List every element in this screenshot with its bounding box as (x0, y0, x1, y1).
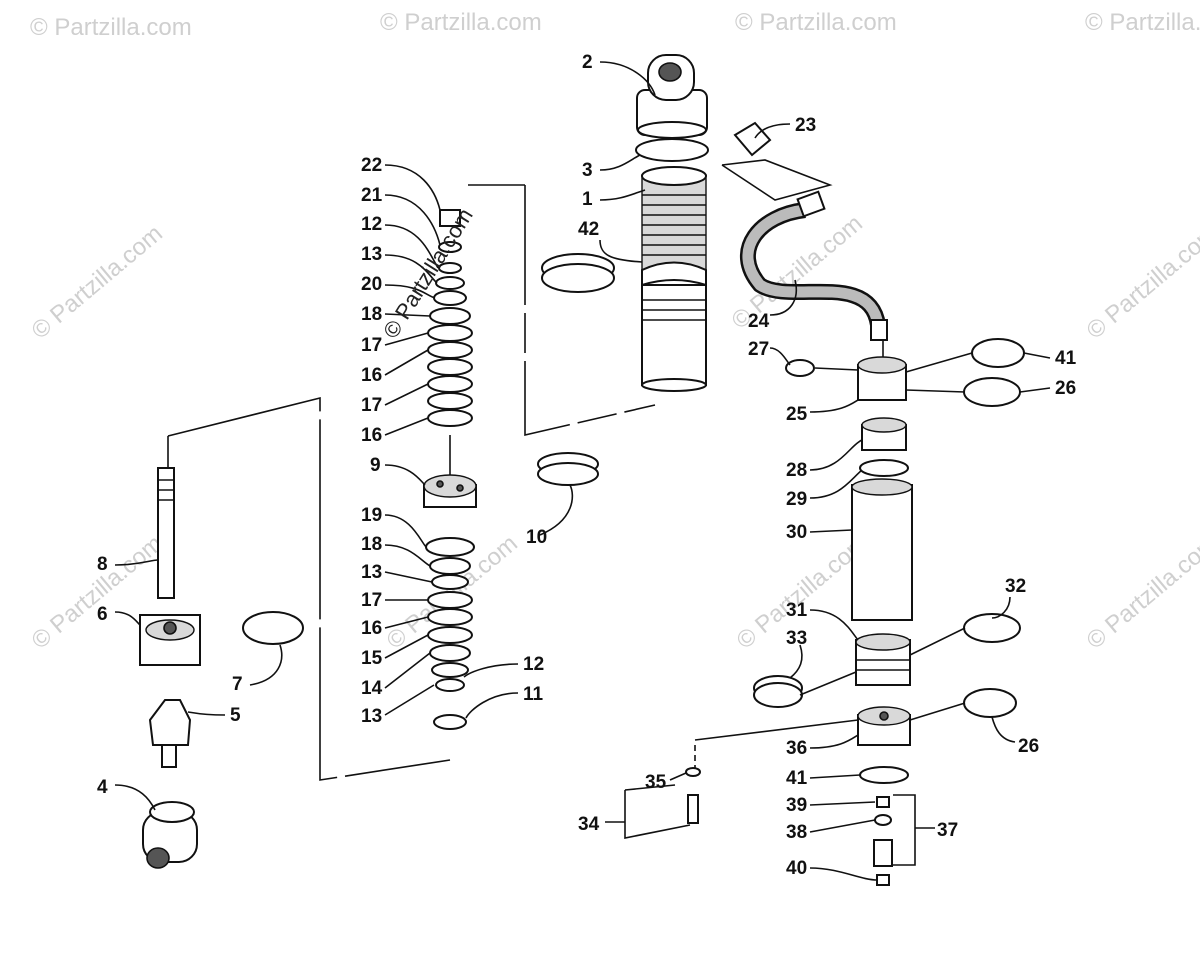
watermark: © Partzilla.com (30, 14, 192, 41)
leader-lines (114, 61, 1051, 881)
callout-24: 24 (748, 311, 770, 332)
callout-labels: 1 2 3 4 5 6 7 8 9 10 11 12 12 13 13 13 1… (97, 52, 1077, 879)
washer-stack (427, 241, 473, 427)
reservoir-tube-part-30 (851, 478, 913, 621)
callout-12: 12 (523, 654, 544, 675)
watermark: © Partzilla.com (735, 9, 897, 36)
callout-9: 9 (370, 455, 381, 476)
o-ring-part-29 (859, 459, 909, 477)
callout-41: 41 (1055, 348, 1077, 369)
bearing-cap-part-6 (139, 614, 201, 666)
band-part-33 (753, 675, 803, 708)
piston-band-part-10 (537, 452, 599, 486)
callout-11: 11 (523, 684, 544, 705)
callout-36: 36 (786, 738, 807, 759)
callout-6: 6 (97, 604, 108, 625)
callout-21: 21 (361, 185, 383, 206)
callout-40: 40 (786, 858, 807, 879)
callout-5: 5 (230, 705, 241, 726)
callout-26: 26 (1055, 378, 1076, 399)
callout-8: 8 (97, 554, 108, 575)
callout-2: 2 (582, 52, 593, 73)
callout-16: 16 (361, 365, 382, 386)
lower-eye-part-4 (142, 801, 198, 869)
o-ring-part-26-lower (963, 688, 1017, 718)
callout-28: 28 (786, 460, 807, 481)
callout-13: 13 (361, 706, 382, 727)
callout-20: 20 (361, 274, 382, 295)
hose-part-24 (740, 190, 888, 341)
shock-body-part-1 (641, 166, 707, 392)
reservoir-cap-part-25 (857, 356, 907, 401)
callout-1: 1 (582, 189, 593, 210)
callout-31: 31 (786, 600, 808, 621)
callout-30: 30 (786, 522, 807, 543)
upper-eye-part-2 (636, 54, 708, 139)
callout-35: 35 (645, 772, 667, 793)
lower-washer-stack (425, 537, 475, 730)
callout-19: 19 (361, 505, 382, 526)
callout-22: 22 (361, 155, 382, 176)
callout-10: 10 (526, 527, 547, 548)
callout-14: 14 (361, 678, 383, 699)
o-ring-part-27 (785, 359, 815, 377)
o-ring-part-26-upper (963, 377, 1021, 407)
piston-part-31 (855, 633, 911, 686)
callout-42: 42 (578, 219, 599, 240)
valve-assembly-parts-37-40 (873, 796, 893, 886)
callout-26: 26 (1018, 736, 1039, 757)
callout-17: 17 (361, 335, 382, 356)
callout-18: 18 (361, 304, 382, 325)
callout-15: 15 (361, 648, 383, 669)
screw-parts-34-35 (685, 767, 701, 824)
callout-39: 39 (786, 795, 807, 816)
callout-38: 38 (786, 822, 807, 843)
callout-33: 33 (786, 628, 807, 649)
watermark: © Partzilla.com (1082, 530, 1200, 655)
callout-13: 13 (361, 244, 382, 265)
callout-16: 16 (361, 618, 382, 639)
end-cap-part-36 (857, 706, 911, 746)
callout-12: 12 (361, 214, 382, 235)
watermark: © Partzilla.com (27, 220, 168, 345)
callout-37: 37 (937, 820, 958, 841)
nut-part-22 (439, 209, 461, 227)
callout-17: 17 (361, 590, 382, 611)
callout-27: 27 (748, 339, 769, 360)
callout-41: 41 (786, 768, 808, 789)
assembly-guide-lines (167, 159, 884, 781)
callout-7: 7 (232, 674, 243, 695)
callout-18: 18 (361, 534, 382, 555)
piston-part-9 (423, 474, 477, 508)
callout-13: 13 (361, 562, 382, 583)
o-ring-part-41-upper (971, 338, 1025, 368)
callout-32: 32 (1005, 576, 1026, 597)
bumper-part-5 (148, 699, 192, 768)
watermark: © Partzilla.com (380, 9, 542, 36)
callout-34: 34 (578, 814, 600, 835)
watermark: © Partzilla.com (1082, 220, 1200, 345)
seal-ring-part-7 (242, 611, 304, 645)
spring-adjuster-ring-part-42 (541, 253, 615, 293)
o-ring-part-3 (635, 138, 709, 162)
callout-3: 3 (582, 160, 593, 181)
callout-4: 4 (97, 777, 108, 798)
callout-17: 17 (361, 395, 382, 416)
callout-29: 29 (786, 489, 807, 510)
floating-piston-part-28 (861, 417, 907, 451)
fitting-part-23 (733, 121, 772, 157)
watermark-layer: © Partzilla.com © Partzilla.com © Partzi… (27, 9, 1200, 655)
callout-25: 25 (786, 404, 808, 425)
o-ring-part-41-lower (859, 766, 909, 784)
callout-16: 16 (361, 425, 382, 446)
callout-23: 23 (795, 115, 816, 136)
shaft-part-8 (157, 467, 175, 599)
watermark: © Partzilla.com (1085, 9, 1200, 36)
